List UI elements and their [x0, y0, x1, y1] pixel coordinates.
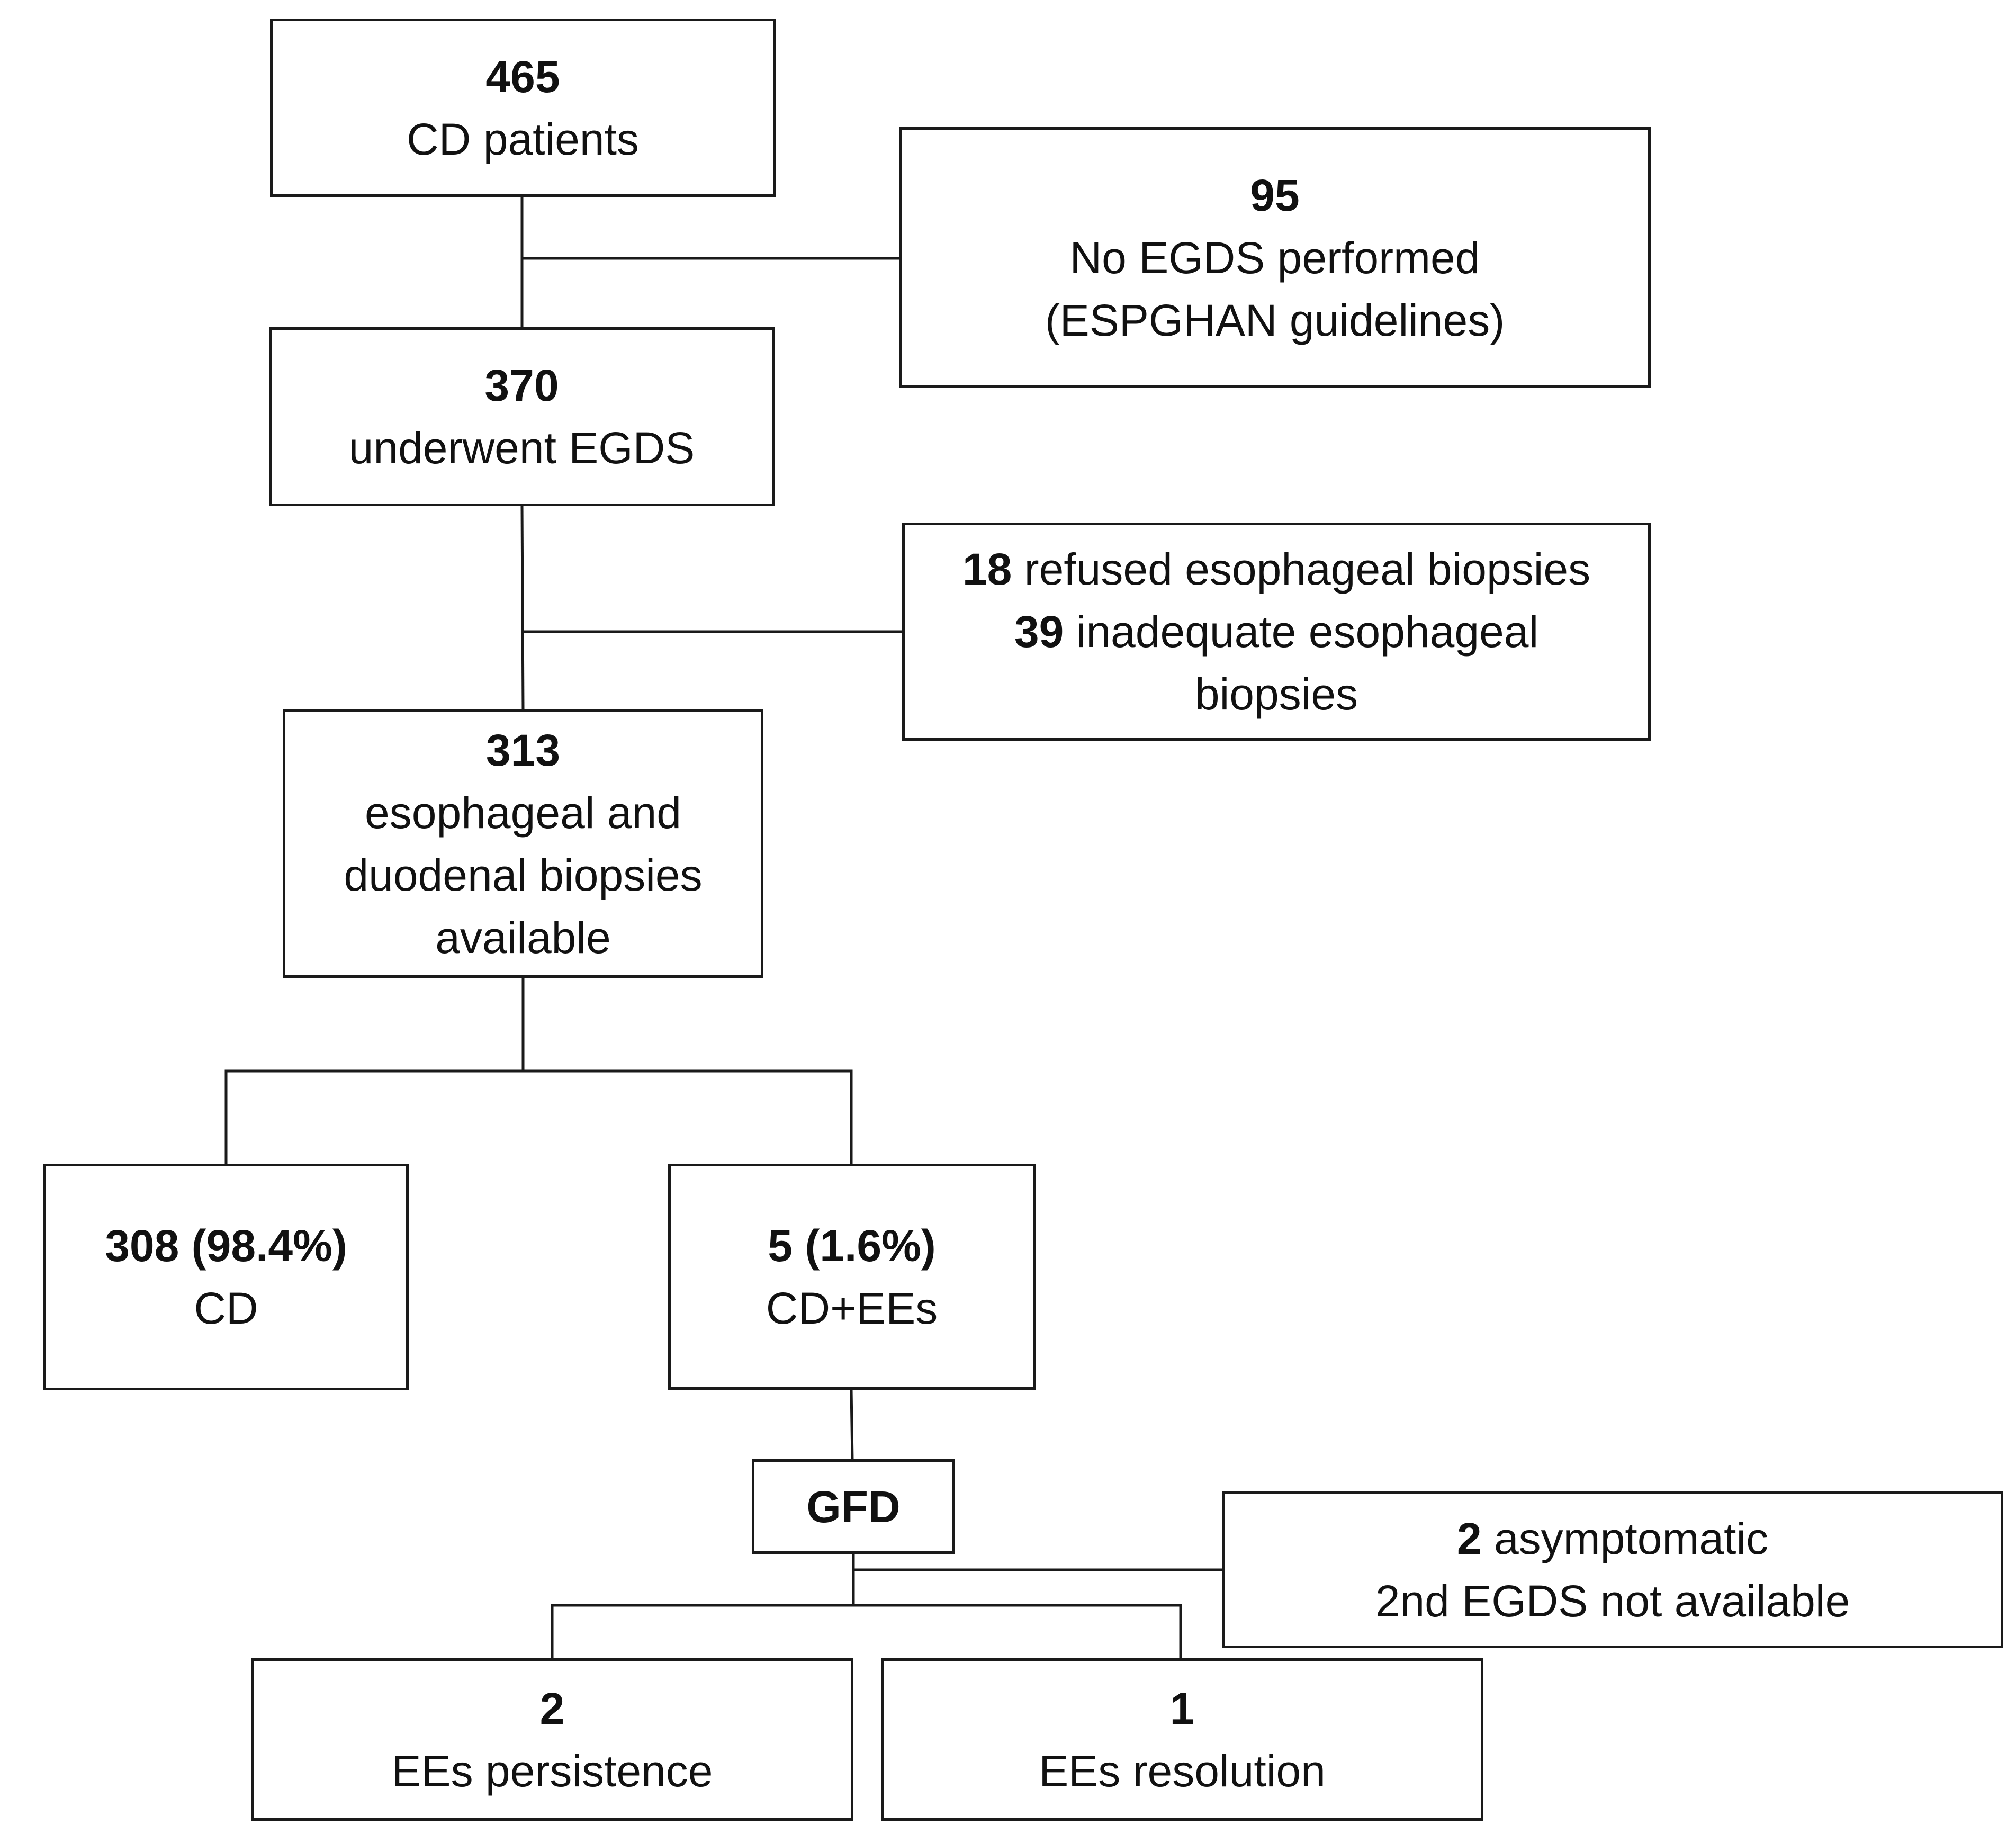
inadequate-biopsies-line: 39 inadequate esophageal [1014, 600, 1538, 663]
label-cd: CD [194, 1283, 258, 1333]
count-95: 95 [1250, 170, 1300, 220]
label-no-egds: No EGDS performed [1069, 232, 1480, 283]
box-excluded-biopsies: 18 refused esophageal biopsies 39 inadeq… [902, 523, 1651, 741]
box-no-egds: 95 No EGDS performed (ESPGHAN guidelines… [899, 127, 1651, 388]
count-2-asymptomatic: 2 [1456, 1514, 1482, 1563]
count-1-resolution: 1 [1169, 1683, 1195, 1733]
label-gfd: GFD [806, 1481, 901, 1532]
count-308: 308 (98.4%) [105, 1221, 347, 1271]
box-asymptomatic: 2 asymptomatic 2nd EGDS not available [1222, 1491, 2003, 1648]
label-cd-patients: CD patients [407, 114, 639, 164]
count-313: 313 [485, 725, 561, 775]
count-39: 39 [1014, 607, 1064, 657]
count-2-persistence: 2 [539, 1683, 565, 1733]
asymptomatic-line: 2 asymptomatic [1457, 1507, 1768, 1570]
count-465: 465 [485, 51, 560, 102]
refused-biopsies-line: 18 refused esophageal biopsies [962, 538, 1590, 600]
count-5: 5 (1.6%) [768, 1220, 936, 1271]
label-biopsies: biopsies [1194, 669, 1358, 719]
box-gfd: GFD [752, 1459, 955, 1554]
box-cd-patients: 465 CD patients [270, 19, 776, 197]
label-underwent-egds: underwent EGDS [348, 423, 695, 473]
box-cd-ees: 5 (1.6%) CD+EEs [668, 1164, 1036, 1390]
label-ees-persistence: EEs persistence [391, 1746, 713, 1796]
label-espghan: (ESPGHAN guidelines) [1045, 295, 1505, 345]
count-370: 370 [484, 361, 559, 410]
label-refused: refused esophageal biopsies [1024, 544, 1591, 594]
label-inadequate: inadequate esophageal [1076, 607, 1539, 657]
label-duodenal-biopsies: duodenal biopsies [344, 850, 703, 900]
label-cd-ees: CD+EEs [766, 1283, 938, 1333]
label-asymptomatic: asymptomatic [1493, 1514, 1769, 1563]
box-ees-resolution: 1 EEs resolution [881, 1658, 1483, 1821]
label-2nd-egds: 2nd EGDS not available [1375, 1576, 1850, 1626]
box-ees-persistence: 2 EEs persistence [251, 1658, 853, 1821]
connector-370-to-313 [520, 506, 525, 710]
label-available: available [435, 912, 611, 963]
connector-to-gfd [850, 1389, 854, 1460]
box-cd-only: 308 (98.4%) CD [43, 1164, 409, 1390]
box-biopsies-available: 313 esophageal and duodenal biopsies ava… [283, 709, 763, 978]
box-underwent-egds: 370 underwent EGDS [269, 327, 775, 506]
label-esophageal-and: esophageal and [365, 787, 681, 838]
connector-split-cd [224, 1069, 853, 1164]
label-ees-resolution: EEs resolution [1039, 1746, 1326, 1796]
count-18: 18 [962, 544, 1012, 594]
connector-split-outcomes [551, 1604, 1182, 1658]
